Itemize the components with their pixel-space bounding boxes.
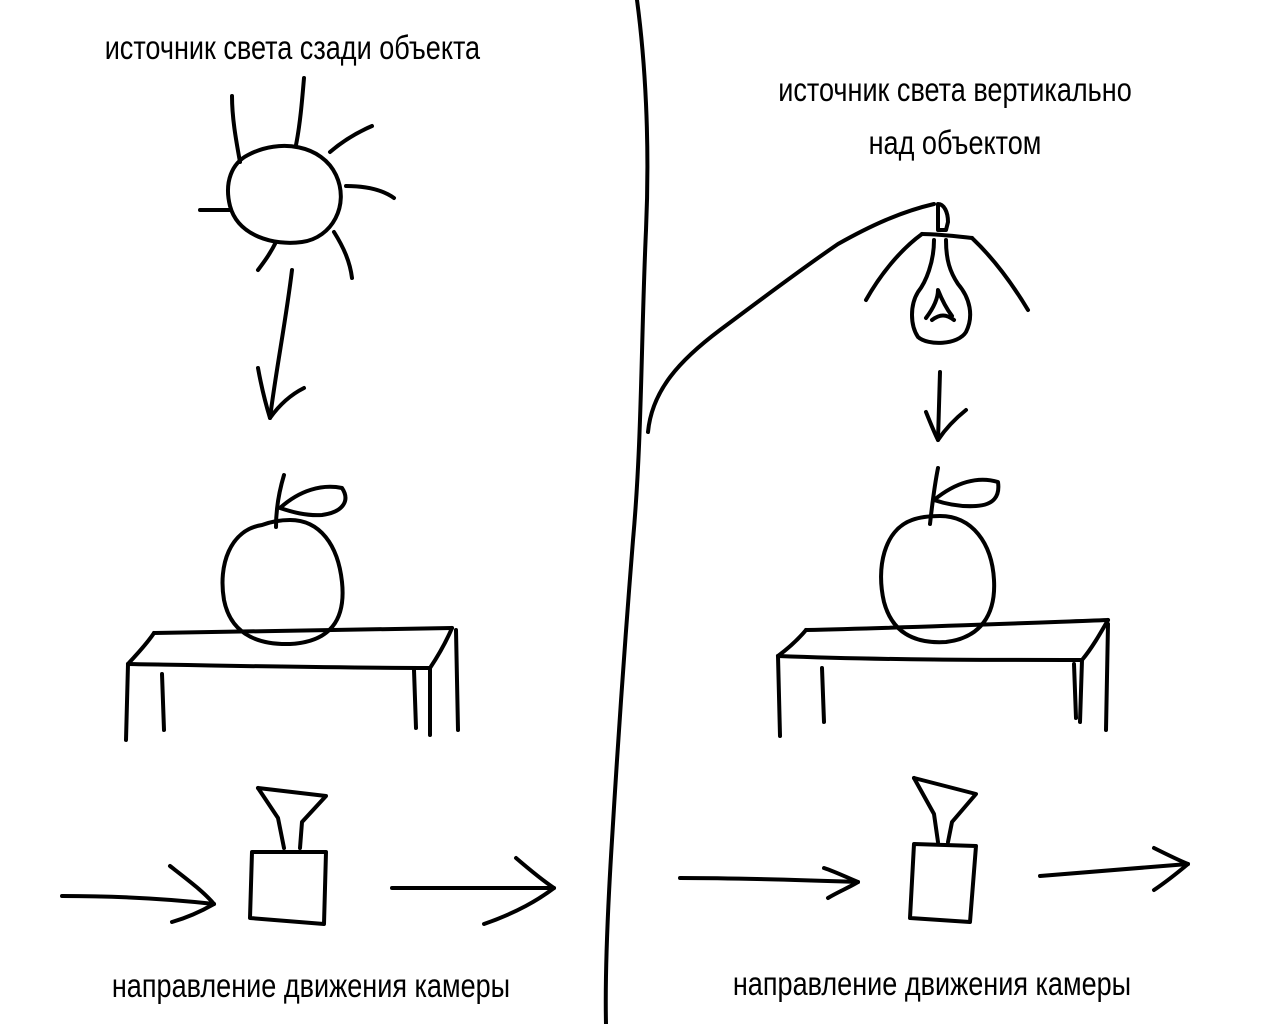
left-light-arrow-icon (256, 268, 306, 420)
left-table-icon (124, 626, 460, 742)
right-light-arrow-icon (924, 370, 968, 442)
left-motion-arrow-in-icon (60, 864, 216, 924)
right-motion-arrow-in-icon (678, 866, 860, 900)
left-light-source-label: источник света сзади объекта (104, 29, 481, 66)
right-light-source-label-line2: над объектом (868, 124, 1042, 161)
right-camera-icon (908, 776, 978, 924)
sun-icon (198, 76, 396, 280)
right-light-source-label-line1: источник света вертикально (778, 71, 1132, 108)
right-apple-icon (879, 466, 1001, 645)
right-motion-arrow-out-icon (1038, 846, 1190, 892)
left-camera-icon (248, 786, 328, 926)
left-camera-motion-label: направление движения камеры (111, 967, 511, 1004)
left-motion-arrow-out-icon (390, 856, 556, 926)
panel-divider (603, 0, 650, 1024)
left-apple-icon (220, 473, 348, 647)
lamp-bulb-icon (646, 202, 1030, 434)
right-table-icon (776, 618, 1110, 738)
right-camera-motion-label: направление движения камеры (732, 965, 1132, 1002)
